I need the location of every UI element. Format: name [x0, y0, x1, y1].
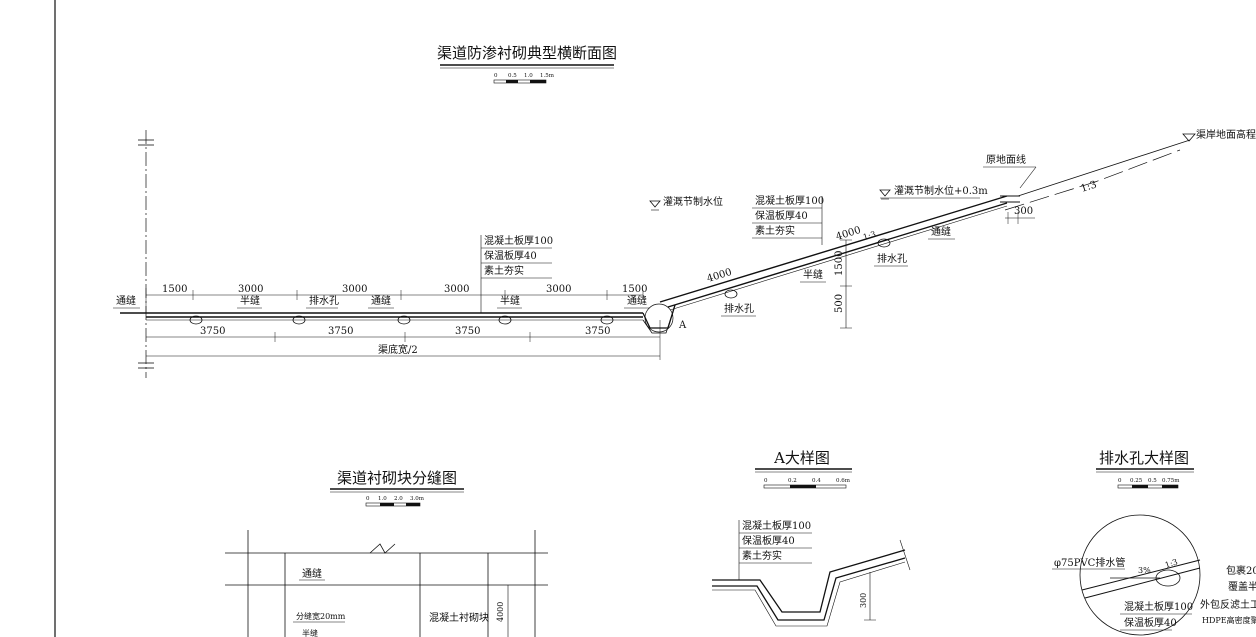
- bottom-dim-3: 3750: [455, 326, 480, 337]
- drain-detail-section: [1081, 559, 1201, 599]
- slope-dim-v2: 500: [834, 294, 845, 313]
- dd-pipe-label: φ75PVC排水管: [1054, 556, 1125, 569]
- da-layer-2: 保温板厚40: [742, 534, 795, 547]
- bottom-layer-3: 素土夯实: [484, 264, 524, 277]
- slope-dim-right-offset: 300: [1014, 206, 1033, 217]
- da-layer-3: 素土夯实: [742, 549, 782, 562]
- detail-a-scale: 0 0.2 0.4 0.6m: [763, 478, 851, 489]
- joint-plan-grid: [225, 530, 548, 637]
- dd-geotextile: 外包反滤土工: [1200, 598, 1256, 611]
- bottom-dimension-chain: 3750 3750 3750 3750 渠底宽/2: [146, 320, 661, 360]
- dd-slope-pct: 3%: [1138, 566, 1151, 575]
- slope-layer-callout: 混凝土板厚100 保温板厚40 素土夯实: [752, 194, 824, 245]
- drain-detail-scale: 0 0.25 0.5 0.75m: [1117, 478, 1180, 489]
- water-level-symbol: [649, 200, 661, 208]
- da-dim: 300: [859, 593, 868, 608]
- slope-layer-2: 保温板厚40: [755, 209, 808, 222]
- top-dim-6: 1500: [622, 284, 647, 295]
- joint-label-half-1: 半缝: [240, 294, 260, 307]
- dd-layer-2: 保温板厚40: [1124, 616, 1177, 629]
- detail-a-marker: A: [678, 320, 687, 331]
- detail-a-title: A大样图: [773, 449, 830, 467]
- dd-scale-1: 0.25: [1130, 478, 1143, 484]
- slope-half-label: 半缝: [803, 268, 823, 281]
- main-scale-0: 0: [494, 73, 498, 79]
- slope-layer-3: 素土夯实: [755, 224, 795, 237]
- irrigation-level-plus-label: 灌溉节制水位+0.3m: [894, 184, 988, 197]
- dd-layer-1: 混凝土板厚100: [1124, 600, 1193, 613]
- joint-label-half-2: 半缝: [500, 294, 520, 307]
- top-dim-3: 3000: [342, 284, 367, 295]
- main-title: 渠道防渗衬砌典型横断面图: [437, 44, 617, 62]
- original-ground-label: 原地面线: [986, 153, 1026, 166]
- da-scale-1: 0.2: [788, 478, 797, 484]
- jp-block-label: 混凝土衬砌块: [429, 611, 489, 624]
- joint-label-through-3: 通缝: [627, 294, 647, 307]
- dd-scale-2: 0.5: [1148, 478, 1157, 484]
- da-scale-0: 0: [764, 478, 768, 484]
- da-scale-3: 0.6m: [836, 478, 851, 484]
- slope-ratio-label: 1:3: [1080, 179, 1099, 194]
- water-level-plus-symbol: [879, 189, 891, 197]
- slope-layer-1: 混凝土板厚100: [755, 194, 824, 207]
- dd-scale-0: 0: [1118, 478, 1122, 484]
- irrigation-level-label: 灌溉节制水位: [663, 195, 723, 208]
- jp-gap-width-label: 分缝宽20mm: [296, 611, 346, 621]
- slope-vertical-dims: 1500 500: [834, 239, 852, 329]
- drain-detail-title: 排水孔大样图: [1099, 449, 1189, 467]
- channel-lining: [120, 139, 1191, 334]
- original-ground-line: [1004, 149, 1181, 211]
- da-scale-2: 0.4: [812, 478, 821, 484]
- top-dim-2: 3000: [238, 284, 263, 295]
- jp-scale-2: 2.0: [394, 496, 403, 502]
- top-dim-4: 3000: [444, 284, 469, 295]
- main-scale-2: 1.0: [524, 73, 533, 79]
- detail-a-layers: 混凝土板厚100 保温板厚40 素土夯实: [738, 519, 812, 580]
- detail-a-circle: [644, 303, 674, 333]
- bank-level-symbol: [1182, 133, 1196, 142]
- bottom-dim-2: 3750: [328, 326, 353, 337]
- jp-dim-label: 4000: [496, 602, 505, 622]
- main-scale-bar: 0 0.5 1.0 1.5m: [493, 73, 555, 84]
- joint-label-through-2: 通缝: [371, 294, 391, 307]
- slope-dim-lower: 4000: [706, 267, 734, 285]
- bottom-layer-2: 保温板厚40: [484, 249, 537, 262]
- jp-half-label: 半缝: [302, 628, 318, 637]
- drain-detail-circle: [1079, 514, 1201, 636]
- top-dim-5: 3000: [546, 284, 571, 295]
- jp-scale-0: 0: [366, 496, 370, 502]
- bottom-dim-4: 3750: [585, 326, 610, 337]
- dd-scale-3: 0.75m: [1162, 478, 1180, 484]
- channel-half-width-label: 渠底宽/2: [378, 343, 418, 356]
- jp-scale-1: 1.0: [378, 496, 387, 502]
- upper-through-label: 通缝: [931, 225, 951, 238]
- top-dim-1: 1500: [162, 284, 187, 295]
- jp-through-label: 通缝: [302, 567, 322, 580]
- slope-dim-v1: 1500: [834, 251, 845, 276]
- upper-drain-label: 排水孔: [877, 252, 907, 265]
- joint-label-left-through: 通缝: [116, 294, 136, 307]
- bottom-dim-1: 3750: [200, 326, 225, 337]
- top-dimension-chain: 1500 3000 3000 3000 3000 1500: [145, 284, 647, 313]
- dd-cover: 覆盖半: [1228, 580, 1256, 593]
- bank-ground-label: 渠岸地面高程: [1196, 128, 1256, 141]
- main-scale-3: 1.5m: [540, 73, 555, 79]
- bottom-layer-callout: 混凝土板厚100 保温板厚40 素土夯实: [480, 234, 553, 313]
- slope-drain-label: 排水孔: [724, 302, 754, 315]
- dd-wrap: 包裹20: [1226, 564, 1256, 577]
- bottom-drain-holes: [189, 315, 614, 325]
- dd-hdpe: HDPE高密度聚: [1202, 615, 1256, 625]
- dd-ratio: 1:3: [1164, 557, 1179, 570]
- main-scale-1: 0.5: [508, 73, 517, 79]
- joint-plan-scale: 0 1.0 2.0 3.0m: [365, 496, 425, 507]
- joint-plan-title: 渠道衬砌块分缝图: [337, 469, 457, 487]
- detail-a-section: 300: [712, 539, 911, 627]
- joint-label-drain-1: 排水孔: [309, 294, 339, 307]
- bottom-layer-1: 混凝土板厚100: [484, 234, 553, 247]
- da-layer-1: 混凝土板厚100: [742, 519, 811, 532]
- slope-ratio-small: 1:3: [862, 230, 877, 242]
- jp-scale-3: 3.0m: [410, 496, 425, 502]
